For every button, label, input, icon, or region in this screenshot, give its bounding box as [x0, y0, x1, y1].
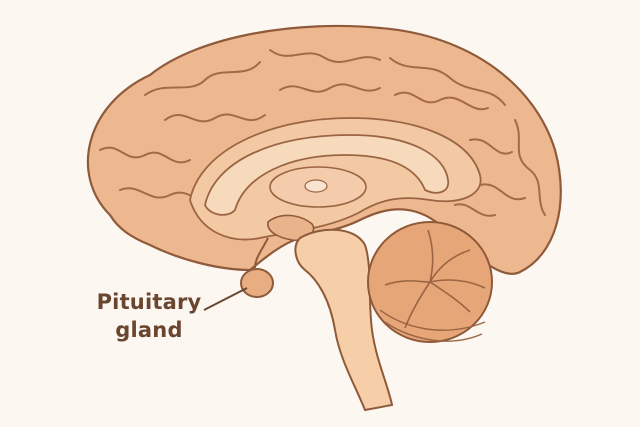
corpus-callosum	[204, 134, 450, 216]
thalamus-center	[304, 179, 328, 193]
pituitary-label-line1: Pituitary	[96, 290, 202, 314]
pituitary-gland	[240, 237, 274, 298]
cerebellum	[367, 221, 493, 343]
pituitary-label-line2: gland	[115, 318, 183, 342]
pituitary-leader-line	[203, 287, 248, 311]
cortex-folds	[99, 49, 546, 217]
